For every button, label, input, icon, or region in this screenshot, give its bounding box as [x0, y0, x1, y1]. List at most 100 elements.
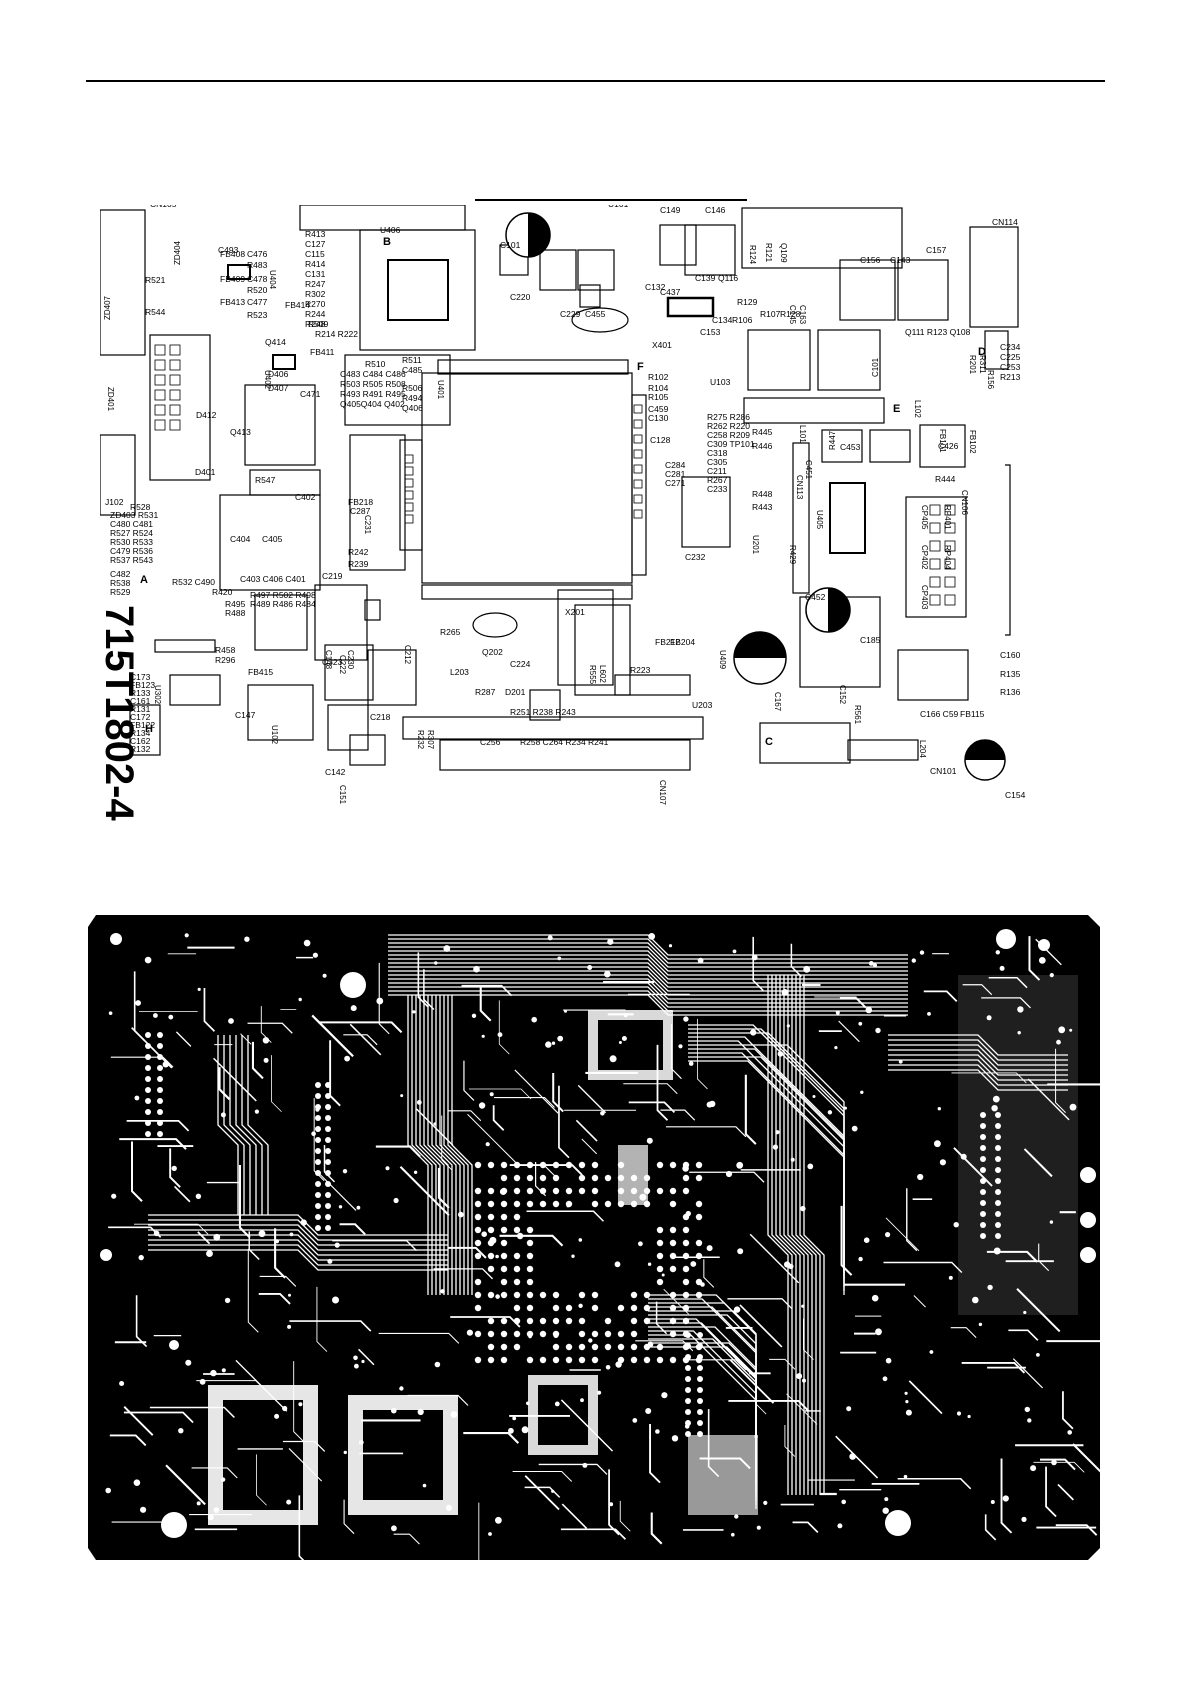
svg-text:D412: D412 — [196, 410, 217, 420]
svg-text:R307: R307 — [426, 730, 435, 750]
svg-text:L204: L204 — [918, 740, 927, 758]
svg-text:R520: R520 — [247, 285, 268, 295]
svg-text:R107: R107 — [760, 309, 781, 319]
region-h-label: H — [145, 723, 153, 735]
svg-text:C281: C281 — [665, 469, 686, 479]
svg-text:R443: R443 — [752, 502, 773, 512]
svg-text:U401: U401 — [436, 380, 445, 400]
svg-text:R444: R444 — [935, 474, 956, 484]
svg-text:C402: C402 — [295, 492, 316, 502]
svg-text:R555: R555 — [588, 665, 597, 685]
svg-text:CP403: CP403 — [920, 585, 929, 610]
svg-text:R270: R270 — [305, 299, 326, 309]
svg-text:R239: R239 — [348, 559, 369, 569]
svg-text:R511: R511 — [402, 355, 422, 365]
svg-text:R561: R561 — [853, 705, 862, 725]
svg-text:C452: C452 — [805, 592, 826, 602]
copper-traces — [108, 934, 1100, 1560]
svg-text:R134: R134 — [130, 728, 151, 738]
svg-text:J102: J102 — [105, 497, 124, 507]
svg-text:X201: X201 — [565, 607, 585, 617]
svg-text:C156: C156 — [860, 255, 881, 265]
svg-text:R527 R524: R527 R524 — [110, 528, 153, 538]
svg-text:U102: U102 — [270, 725, 279, 745]
svg-text:U405: U405 — [815, 510, 824, 530]
svg-text:RP404: RP404 — [943, 545, 952, 570]
svg-text:R495: R495 — [225, 599, 246, 609]
title-underline — [475, 199, 747, 201]
svg-text:R538: R538 — [110, 578, 131, 588]
svg-text:FB123: FB123 — [130, 680, 155, 690]
svg-text:C234: C234 — [1000, 342, 1021, 352]
svg-text:U201: U201 — [751, 535, 760, 555]
svg-text:C405: C405 — [262, 534, 283, 544]
svg-text:U101: U101 — [608, 205, 629, 209]
svg-text:R510: R510 — [365, 359, 386, 369]
silkscreen-layout-diagram: CN105 C495 C228 C150 U101 C149 C146 CN10… — [100, 205, 1026, 821]
svg-text:ZD404: ZD404 — [173, 240, 182, 265]
svg-text:C271: C271 — [665, 478, 686, 488]
svg-text:R547: R547 — [255, 475, 276, 485]
svg-text:D401: D401 — [195, 467, 216, 477]
svg-text:U402: U402 — [263, 370, 272, 390]
svg-text:R135: R135 — [1000, 669, 1021, 679]
svg-text:C232: C232 — [685, 552, 706, 562]
svg-text:R251 R238 R243: R251 R238 R243 — [510, 707, 576, 717]
svg-text:R131: R131 — [130, 704, 151, 714]
cn103-outline — [741, 207, 903, 269]
svg-text:Q116: Q116 — [718, 273, 738, 283]
svg-text:C287: C287 — [350, 506, 371, 516]
svg-text:FB115: FB115 — [960, 709, 985, 719]
svg-text:CN105: CN105 — [150, 205, 177, 209]
svg-text:FB101: FB101 — [938, 429, 947, 453]
svg-text:R258 C264 R234 R241: R258 C264 R234 R241 — [520, 737, 609, 747]
svg-text:R489 R486 R484: R489 R486 R484 — [250, 599, 316, 609]
region-c-label: C — [765, 736, 773, 748]
svg-text:C115: C115 — [305, 249, 325, 259]
svg-text:FB415: FB415 — [248, 667, 273, 677]
region-f-label: F — [637, 361, 644, 373]
svg-text:C147: C147 — [235, 710, 256, 720]
svg-text:C143: C143 — [890, 255, 911, 265]
svg-text:R529: R529 — [110, 587, 131, 597]
u401-outline — [421, 372, 633, 584]
svg-text:R214 R222: R214 R222 — [315, 329, 358, 339]
svg-text:R420: R420 — [212, 587, 233, 597]
region-d-label: D — [978, 346, 986, 358]
svg-text:C219: C219 — [322, 571, 343, 581]
cn105-outline — [100, 209, 146, 356]
svg-text:FB102: FB102 — [968, 430, 977, 454]
svg-text:C231: C231 — [363, 515, 372, 535]
svg-text:C134: C134 — [712, 315, 733, 325]
svg-text:D201: D201 — [505, 687, 526, 697]
region-e-label: E — [893, 403, 900, 415]
svg-text:R129: R129 — [737, 297, 758, 307]
svg-text:R201: R201 — [968, 355, 977, 375]
svg-text:C471: C471 — [300, 389, 321, 399]
svg-text:R530 R533: R530 R533 — [110, 537, 153, 547]
svg-text:FB204: FB204 — [670, 637, 695, 647]
svg-text:Q109: Q109 — [779, 243, 788, 263]
cn114-outline — [969, 226, 1019, 328]
svg-text:R232: R232 — [416, 730, 425, 750]
svg-text:U404: U404 — [268, 270, 277, 290]
svg-text:RP401: RP401 — [943, 505, 952, 530]
svg-text:C305: C305 — [707, 457, 728, 467]
svg-text:R497 R502 R498: R497 R502 R498 — [250, 590, 316, 600]
svg-text:L602: L602 — [598, 665, 607, 683]
svg-text:C127: C127 — [305, 239, 326, 249]
region-a-label: A — [140, 574, 148, 586]
svg-text:C453: C453 — [840, 442, 861, 452]
svg-text:C256: C256 — [480, 737, 501, 747]
svg-text:R523: R523 — [247, 310, 268, 320]
mounting-hole — [996, 929, 1016, 949]
svg-text:C153: C153 — [700, 327, 721, 337]
svg-text:C258 R209: C258 R209 — [707, 430, 750, 440]
svg-text:ZD401: ZD401 — [106, 387, 115, 412]
svg-text:C149: C149 — [660, 205, 681, 215]
svg-text:R494: R494 — [402, 393, 423, 403]
svg-text:C225: C225 — [1000, 352, 1021, 362]
svg-text:C157: C157 — [926, 245, 947, 255]
svg-text:Q406: Q406 — [402, 403, 423, 413]
svg-text:C220: C220 — [510, 292, 531, 302]
